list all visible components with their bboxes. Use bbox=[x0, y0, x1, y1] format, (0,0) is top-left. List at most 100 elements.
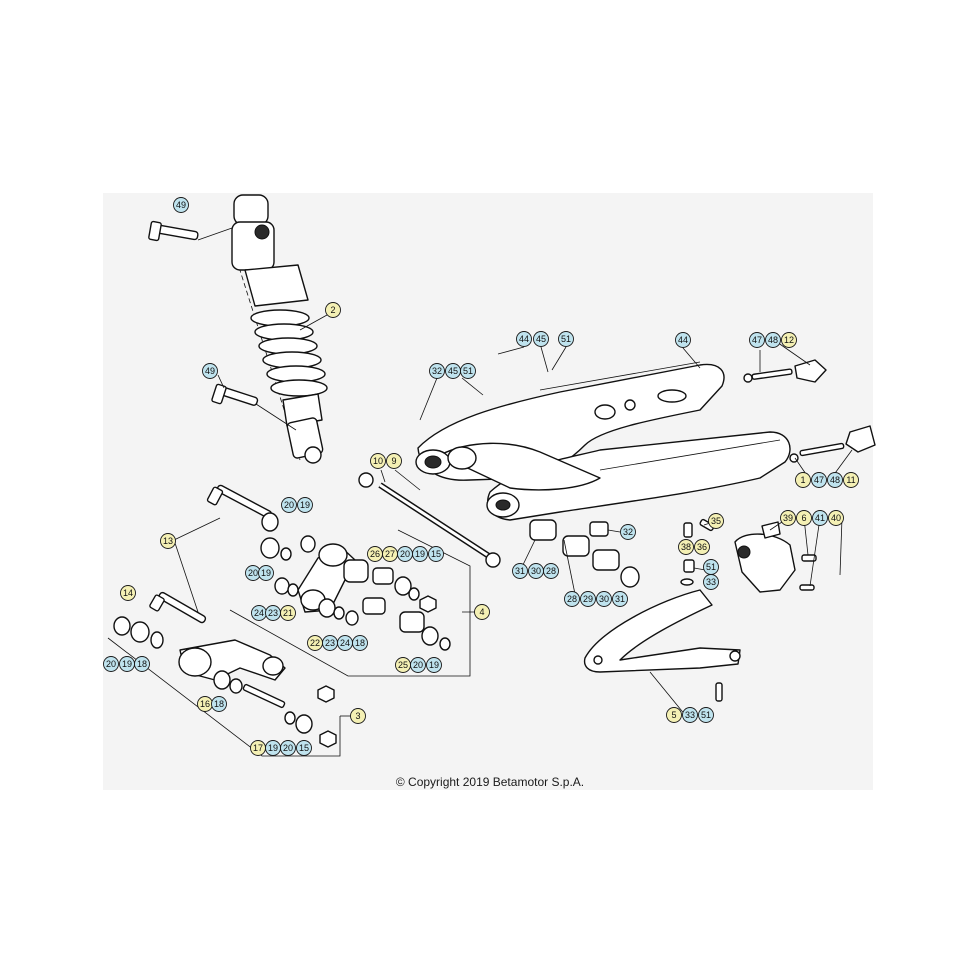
callout-45: 45 bbox=[533, 331, 549, 347]
callout-circle bbox=[386, 453, 402, 469]
callout-30: 30 bbox=[596, 591, 612, 607]
callout-23: 23 bbox=[265, 605, 281, 621]
callout-16: 16 bbox=[197, 696, 213, 712]
callout-label: 29 bbox=[583, 594, 593, 604]
callout-label: 48 bbox=[830, 475, 840, 485]
callout-18: 18 bbox=[211, 696, 227, 712]
shock-upper-bolt bbox=[148, 220, 233, 242]
callout-44: 44 bbox=[516, 331, 532, 347]
callout-20: 20 bbox=[280, 740, 296, 756]
callout-circle bbox=[828, 510, 844, 526]
slider-fasteners bbox=[680, 518, 715, 586]
callout-32: 32 bbox=[620, 524, 636, 540]
callout-circle bbox=[675, 332, 691, 348]
connecting-rod-assembly-3 bbox=[107, 616, 341, 757]
callout-12: 12 bbox=[781, 332, 797, 348]
callout-label: 18 bbox=[214, 699, 224, 709]
callout-circle bbox=[811, 472, 827, 488]
callout-circle bbox=[410, 657, 426, 673]
swingarm bbox=[415, 361, 791, 521]
callout-label: 20 bbox=[413, 660, 423, 670]
callout-circle bbox=[796, 510, 812, 526]
callout-label: 51 bbox=[463, 366, 473, 376]
callout-label: 6 bbox=[801, 513, 806, 523]
callout-circle bbox=[543, 563, 559, 579]
callout-circle bbox=[429, 363, 445, 379]
callout-19: 19 bbox=[297, 497, 313, 513]
callout-circle bbox=[512, 563, 528, 579]
callout-19: 19 bbox=[119, 656, 135, 672]
callout-circle bbox=[160, 533, 176, 549]
callout-26: 26 bbox=[367, 546, 383, 562]
callout-11: 11 bbox=[843, 472, 859, 488]
callout-label: 13 bbox=[163, 536, 173, 546]
callout-label: 21 bbox=[283, 608, 293, 618]
callout-circle bbox=[682, 707, 698, 723]
callout-15: 15 bbox=[428, 546, 444, 562]
callout-label: 20 bbox=[284, 500, 294, 510]
callout-51: 51 bbox=[558, 331, 574, 347]
callout-label: 19 bbox=[261, 568, 271, 578]
callout-32: 32 bbox=[429, 363, 445, 379]
callout-circle bbox=[708, 513, 724, 529]
callout-circle bbox=[694, 539, 710, 555]
callout-label: 33 bbox=[706, 577, 716, 587]
callout-label: 47 bbox=[752, 335, 762, 345]
linkage-assembly-4 bbox=[229, 529, 471, 677]
callout-label: 20 bbox=[106, 659, 116, 669]
callout-36: 36 bbox=[694, 539, 710, 555]
callout-circle bbox=[596, 591, 612, 607]
callout-47: 47 bbox=[811, 472, 827, 488]
callout-circle bbox=[370, 453, 386, 469]
callout-label: 32 bbox=[432, 366, 442, 376]
callout-circle bbox=[533, 331, 549, 347]
callout-30: 30 bbox=[528, 563, 544, 579]
callout-28: 28 bbox=[543, 563, 559, 579]
callout-18: 18 bbox=[134, 656, 150, 672]
callout-label: 3 bbox=[355, 711, 360, 721]
callout-label: 1 bbox=[800, 475, 805, 485]
callout-circle bbox=[781, 332, 797, 348]
callout-label: 19 bbox=[415, 549, 425, 559]
callout-19: 19 bbox=[412, 546, 428, 562]
callout-label: 47 bbox=[814, 475, 824, 485]
callout-label: 15 bbox=[431, 549, 441, 559]
callout-circle bbox=[827, 472, 843, 488]
chain-slider bbox=[583, 589, 741, 702]
callout-circle bbox=[780, 510, 796, 526]
callout-24: 24 bbox=[251, 605, 267, 621]
callout-circle bbox=[412, 546, 428, 562]
callout-label: 19 bbox=[429, 660, 439, 670]
callout-29: 29 bbox=[580, 591, 596, 607]
callout-label: 45 bbox=[536, 334, 546, 344]
callout-31: 31 bbox=[512, 563, 528, 579]
callout-circle bbox=[749, 332, 765, 348]
callout-35: 35 bbox=[708, 513, 724, 529]
callout-label: 31 bbox=[615, 594, 625, 604]
callout-18: 18 bbox=[352, 635, 368, 651]
callout-17: 17 bbox=[250, 740, 266, 756]
callout-33: 33 bbox=[682, 707, 698, 723]
callout-label: 18 bbox=[137, 659, 147, 669]
callout-circle bbox=[620, 524, 636, 540]
chain-adjuster-bottom bbox=[789, 425, 876, 463]
callout-4: 4 bbox=[474, 604, 490, 620]
callout-15: 15 bbox=[296, 740, 312, 756]
callout-label: 24 bbox=[340, 638, 350, 648]
callout-circle bbox=[258, 565, 274, 581]
callout-label: 40 bbox=[831, 513, 841, 523]
callout-label: 51 bbox=[706, 562, 716, 572]
callout-31: 31 bbox=[612, 591, 628, 607]
callout-label: 4 bbox=[479, 607, 484, 617]
linkage-bolt-upper bbox=[206, 484, 279, 532]
callout-48: 48 bbox=[765, 332, 781, 348]
callout-6: 6 bbox=[796, 510, 812, 526]
callout-33: 33 bbox=[703, 574, 719, 590]
callout-label: 33 bbox=[685, 710, 695, 720]
callout-3: 3 bbox=[350, 708, 366, 724]
callout-label: 20 bbox=[400, 549, 410, 559]
callout-19: 19 bbox=[265, 740, 281, 756]
callout-label: 5 bbox=[671, 710, 676, 720]
